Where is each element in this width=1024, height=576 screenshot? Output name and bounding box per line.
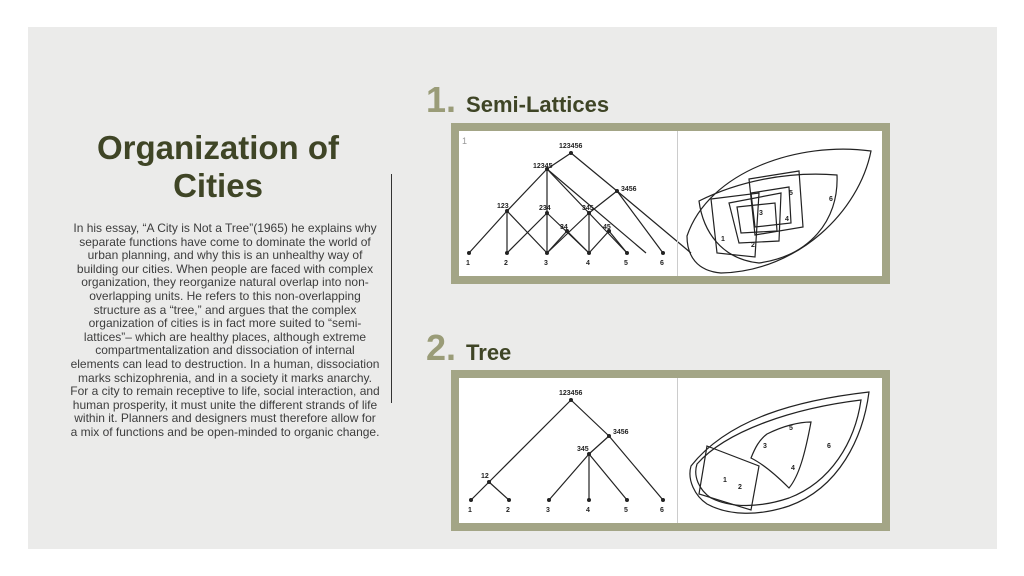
tree-label: 12 [481,473,489,480]
tree-label: 2 [506,507,510,514]
lattice-label: 3 [544,260,548,267]
tree-label: 1 [468,507,472,514]
semi-lattice-diagram: 123456 12345 3456 123 234 345 34 45 1 2 … [466,143,872,274]
lattice-label: 1 [466,260,470,267]
figure-separator [677,131,678,276]
tree-label: 3456 [613,429,629,436]
lattice-label: 12345 [533,163,553,170]
section-heading-semi-lattices: 1. Semi-Lattices [426,79,610,120]
venn-label: 4 [785,216,789,223]
figure-mark: 1 [462,136,468,146]
section-label: Tree [466,340,512,365]
lattice-label: 5 [624,260,628,267]
lattice-label: 45 [603,224,611,231]
tree-label: 4 [586,507,590,514]
tree-label: 6 [660,507,664,514]
semi-lattice-figure: 1 [451,123,890,284]
tree-figure: 123456 3456 345 12 1 2 3 4 5 6 1 2 3 [451,370,890,531]
slide: Organization of Cities In his essay, “A … [28,27,997,549]
lattice-label: 34 [560,224,568,231]
tree-diagram: 123456 3456 345 12 1 2 3 4 5 6 1 2 3 [468,390,870,514]
divider-line [391,174,392,403]
venn-label: 3 [759,210,763,217]
tree-label: 5 [624,507,628,514]
venn-label: 6 [827,443,831,450]
venn-label: 5 [789,190,793,197]
venn-label: 1 [723,477,727,484]
venn-label: 6 [829,196,833,203]
lattice-label: 123 [497,203,509,210]
tree-label: 3 [546,507,550,514]
section-heading-tree: 2. Tree [426,327,512,368]
section-number: 1. [426,79,457,120]
venn-label: 4 [791,465,795,472]
section-number: 2. [426,327,457,368]
venn-label: 1 [721,236,725,243]
lattice-label: 123456 [559,143,582,150]
venn-label: 5 [789,425,793,432]
figure-separator [677,378,678,523]
venn-label: 3 [763,443,767,450]
lattice-label: 234 [539,205,551,212]
section-label: Semi-Lattices [466,92,610,117]
tree-label: 345 [577,446,589,453]
lattice-label: 345 [582,205,594,212]
lattice-label: 4 [586,260,590,267]
venn-label: 2 [738,484,742,491]
slide-title: Organization of Cities [97,129,339,204]
lattice-label: 3456 [621,186,637,193]
lattice-label: 2 [504,260,508,267]
lattice-label: 6 [660,260,664,267]
venn-label: 2 [751,242,755,249]
body-text: In his essay, “A City is Not a Tree”(196… [70,221,380,439]
tree-label: 123456 [559,390,582,397]
